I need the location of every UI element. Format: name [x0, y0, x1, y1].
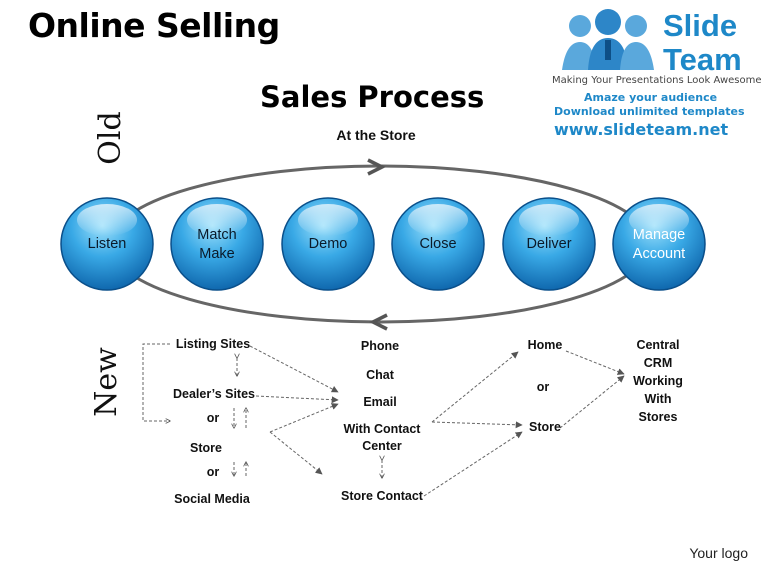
- contact-to-home-arrow: [431, 351, 519, 423]
- store-to-crm-arrow: [559, 375, 625, 429]
- social-media-label: Social Media: [174, 492, 250, 506]
- phone-label: Phone: [360, 339, 400, 353]
- dealers-to-email-arrow: [255, 395, 339, 404]
- store-to-email-arrow: [269, 403, 339, 433]
- your-logo-placeholder: Your logo: [689, 545, 748, 561]
- home-to-crm-arrow: [565, 350, 625, 375]
- stage-circle-match-make: [170, 197, 264, 291]
- store-to-store-contact-arrow: [269, 431, 323, 475]
- stage-circle-deliver: [502, 197, 596, 291]
- store-contact-to-store-arrow: [423, 431, 523, 497]
- logo-tagline: Making Your Presentations Look Awesome: [552, 75, 762, 86]
- contact-to-store-arrow: [431, 421, 523, 429]
- logo-line-1: Amaze your audience: [584, 91, 718, 104]
- page-title: Online Selling: [28, 6, 280, 45]
- chat-label: Chat: [366, 368, 394, 382]
- email-label: Email: [363, 395, 397, 409]
- stage-label-deliver: Deliver: [526, 236, 572, 252]
- loop-arrow-top: [367, 158, 386, 176]
- listing-to-email-arrow: [249, 345, 339, 393]
- stage-circle-listen: [60, 197, 154, 291]
- central-crm-label: Central CRM Working With Stores: [633, 338, 683, 424]
- stage-label-listen: Listen: [87, 236, 127, 252]
- bracket-connector: [142, 343, 170, 421]
- logo-word-team: Team: [663, 42, 742, 77]
- store-label: Store: [190, 441, 222, 455]
- store-contact-label: Store Contact: [341, 489, 423, 503]
- stage-circle-close: [391, 197, 485, 291]
- or-label-2: or: [206, 465, 220, 479]
- home-label: Home: [527, 338, 563, 352]
- stage-circle-demo: [281, 197, 375, 291]
- logo-line-2: Download unlimited templates: [554, 105, 745, 118]
- dealers-sites-label: Dealer’s Sites: [173, 387, 255, 401]
- at-store-label: At the Store: [336, 127, 416, 143]
- stage-label-close: Close: [419, 236, 457, 252]
- stage-circle-manage-account: [612, 197, 706, 291]
- loop-arrow-bottom: [369, 313, 388, 331]
- listing-sites-label: Listing Sites: [175, 337, 251, 351]
- logo-url[interactable]: www.slideteam.net: [554, 120, 729, 139]
- or-label-3: or: [536, 380, 550, 394]
- logo-word-slide: Slide: [663, 8, 738, 43]
- logo-people-icon: [562, 9, 654, 70]
- stage-label-demo: Demo: [308, 236, 348, 252]
- store-label-2: Store: [529, 420, 561, 434]
- diagram-title: Sales Process: [260, 80, 485, 114]
- or-label-1: or: [206, 411, 220, 425]
